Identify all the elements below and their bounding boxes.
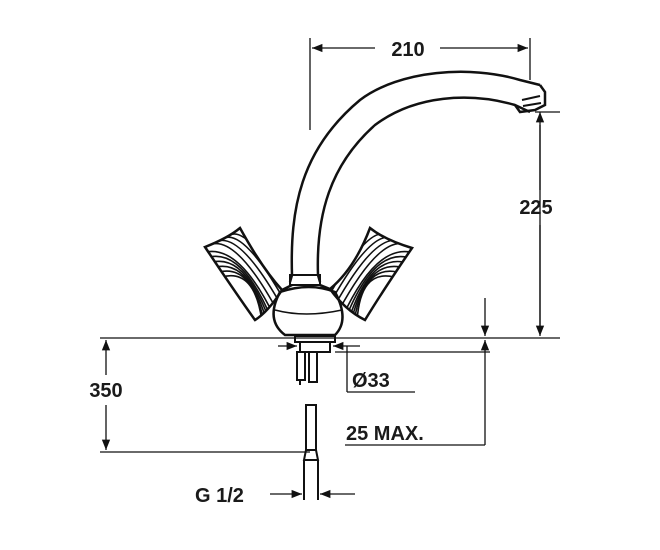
dimension-connection-thread: G 1/2 — [195, 485, 355, 507]
dimension-spout-reach: 210 — [312, 39, 528, 61]
spout-outer-edge — [290, 70, 541, 276]
dim-diameter-label: Ø33 — [352, 370, 390, 392]
dim-225-label: 225 — [519, 197, 552, 219]
dimension-base-diameter: Ø33 — [278, 341, 415, 393]
base-body — [272, 285, 344, 337]
spout-aerator — [513, 84, 547, 114]
dim-350-label: 350 — [89, 380, 122, 402]
supply-hoses — [296, 351, 320, 500]
dimension-spout-height: 225 — [519, 112, 553, 336]
left-handle — [203, 226, 293, 322]
dim-25max-label: 25 MAX. — [346, 423, 424, 445]
faucet-body — [203, 70, 547, 500]
dim-210-label: 210 — [391, 39, 424, 61]
dimension-total-height: 350 — [89, 340, 123, 450]
spout-inner-edge — [316, 96, 531, 276]
central-column — [288, 274, 322, 283]
right-handle — [319, 225, 414, 322]
dim-thread-label: G 1/2 — [195, 485, 244, 507]
dimension-counter-thickness: 25 MAX. — [335, 298, 490, 446]
